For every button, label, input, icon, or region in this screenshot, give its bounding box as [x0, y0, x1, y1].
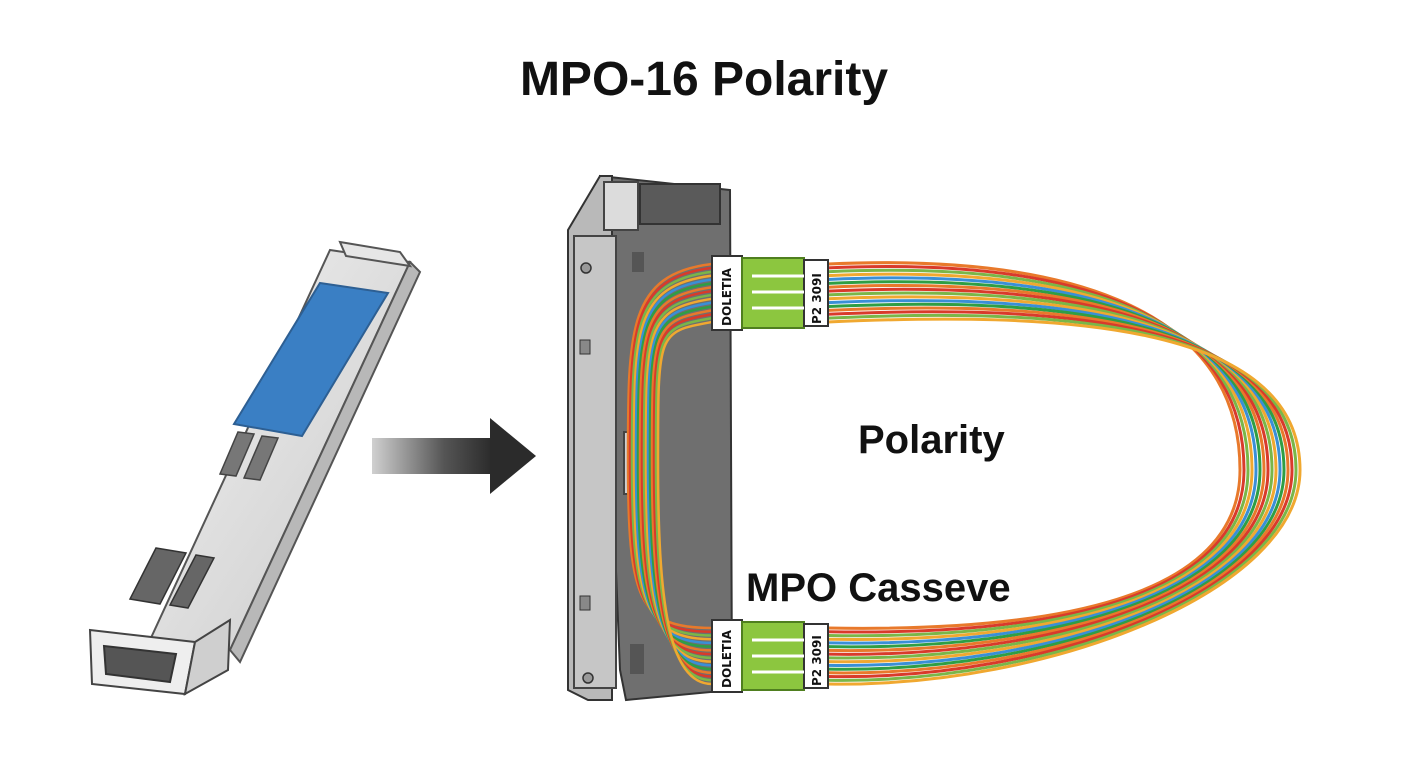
mpo-connector-top: DOLETIA P2 309I [711, 255, 829, 331]
fiber-strand [827, 287, 1270, 656]
fiber-strand [827, 272, 1254, 641]
fiber-strand [827, 306, 1290, 675]
fiber-strand [827, 291, 1274, 660]
fiber-strand [827, 295, 1278, 664]
fiber-strand [827, 313, 1298, 682]
bottom-connector-right-tag: P2 309I [810, 635, 824, 686]
diagram-title: MPO-16 Polarity [519, 53, 889, 106]
fiber-strand [827, 284, 1266, 653]
fiber-bundle [626, 261, 1302, 686]
fiber-strand [827, 280, 1262, 649]
fiber-strand [827, 317, 1302, 686]
fiber-strand [827, 261, 1242, 630]
right-arrow-icon [372, 418, 536, 494]
top-connector-left-tag: DOLETIA [720, 267, 734, 326]
fiber-strand [827, 276, 1258, 645]
polarity-label: Polarity [858, 418, 1005, 462]
bottom-connector-left-tag: DOLETIA [720, 629, 734, 688]
mpo-connector-bottom: DOLETIA P2 309I [711, 619, 829, 693]
fiber-strand [827, 265, 1246, 634]
transceiver-label [232, 281, 390, 438]
fiber-strand [656, 320, 713, 686]
fiber-strand [827, 310, 1294, 679]
fiber-strand [827, 302, 1286, 671]
sfp-transceiver-icon [88, 240, 422, 696]
cassette-label: MPO Casseve [746, 566, 1011, 610]
fiber-strand [827, 268, 1250, 638]
fiber-strand [827, 299, 1282, 667]
top-connector-right-tag: P2 309I [810, 273, 824, 324]
